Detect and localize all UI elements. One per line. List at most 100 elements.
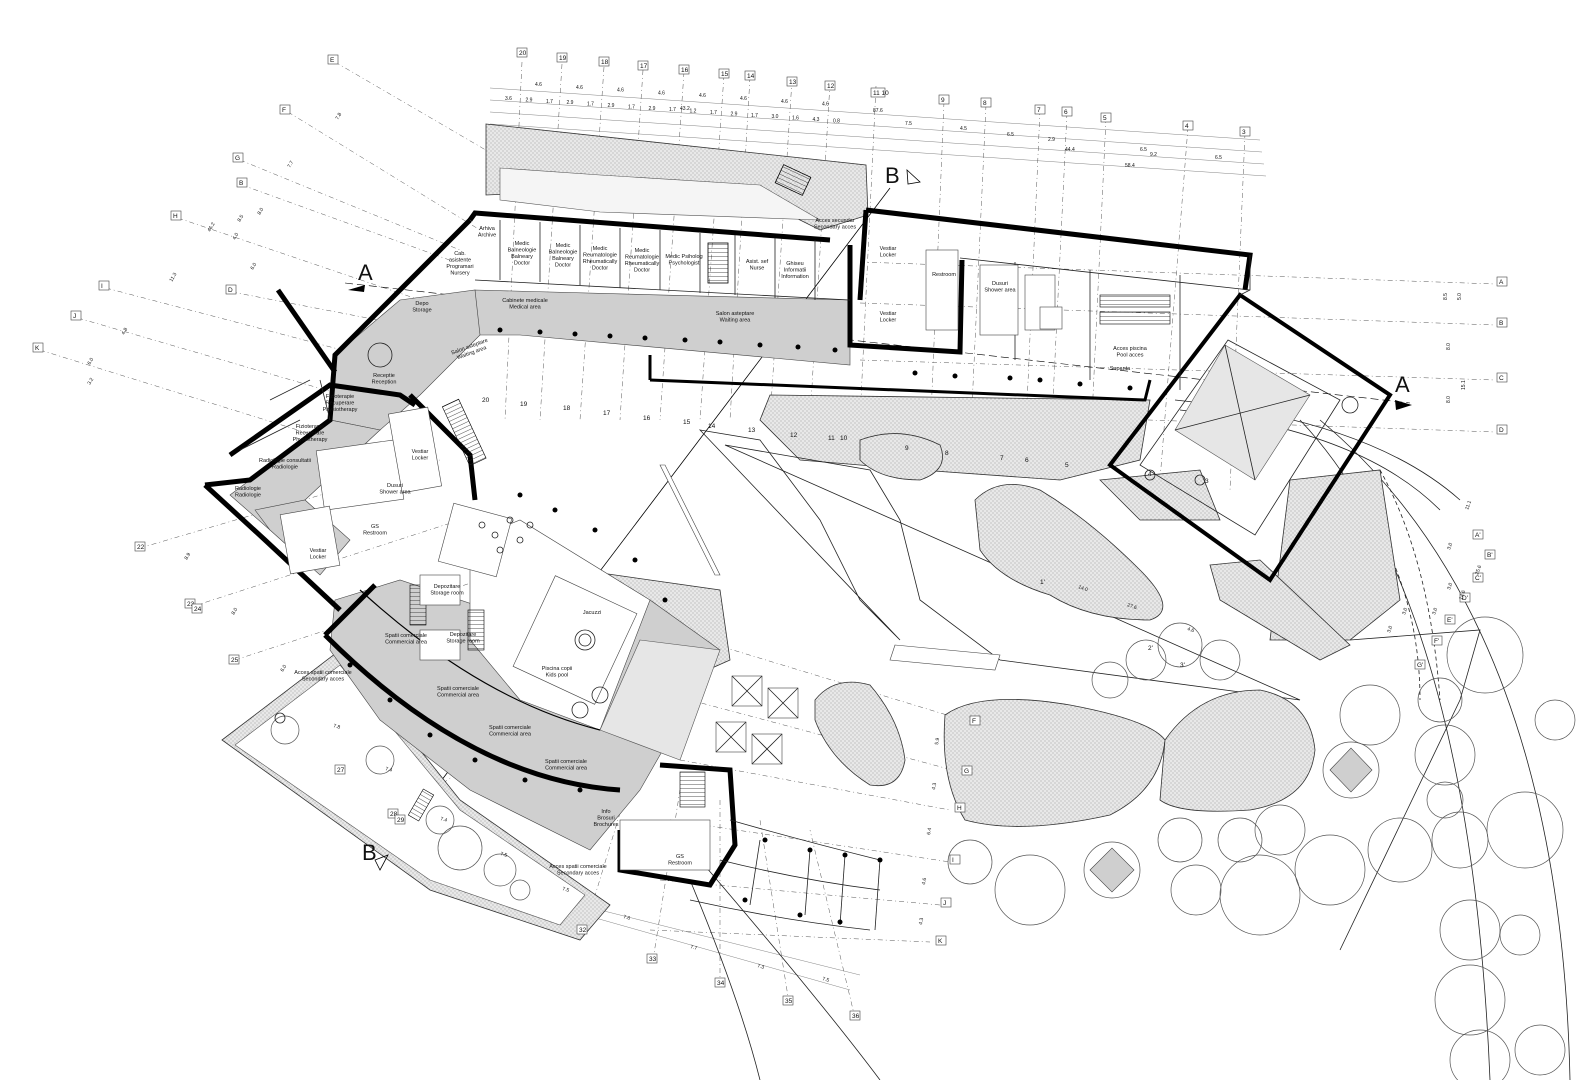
axis-inner-right-6-box [1414, 659, 1426, 670]
axis-bottom-4: 27 [337, 767, 345, 774]
room-spatii3-line: Commercial area [489, 732, 532, 738]
room-medic-psiho-line: Psychologist [669, 261, 700, 267]
room-radiologie-cons-line: Radiologie consultatii [259, 458, 311, 464]
room-dusuri1-line: Shower area [379, 490, 411, 496]
room-medic-reuma1-line: Reumatologie [583, 253, 617, 259]
axis-top-1: 19 [559, 55, 567, 62]
axis-lower-3-box [949, 854, 961, 865]
axis-left-6-box [225, 284, 237, 295]
room-vestiar-locker1-line: Locker [880, 253, 897, 259]
dim-top1-6: 4.6 [781, 99, 788, 105]
room-vestiar-locker1-line: Vestiar [880, 246, 897, 252]
axis-top-2-box [598, 56, 610, 67]
axis-bottom-9-box [714, 977, 726, 988]
axis-bottom-10: 35 [785, 998, 793, 1005]
room-jacuzzi: Jacuzzi [583, 610, 601, 616]
axis-right-2-box [1496, 372, 1508, 383]
dim-right-inner-6: 3.0 [1401, 607, 1409, 616]
room-info-line: Brochures [593, 822, 618, 828]
axis-left-5: I [101, 283, 103, 290]
axis-top-13: 6 [1064, 109, 1068, 116]
axis-inner-right-1: B' [1487, 552, 1493, 559]
room-piscina-copii-line: Piscina copii [542, 666, 573, 672]
axis-inner-right-1-box [1484, 549, 1496, 560]
dim-total-0: 43.2 [680, 106, 690, 112]
axis-right-2: C [1499, 375, 1504, 382]
room-radiologie-cons-line: Radiologie [272, 465, 298, 471]
room-acces-secundar-line: Acces secundar [815, 218, 854, 224]
axis-bottom-2: 24 [194, 606, 202, 613]
dim-left-7: 11.3 [169, 272, 179, 283]
axis-inner-right-0: A' [1475, 532, 1481, 539]
dim-top1-1: 4.6 [576, 85, 583, 91]
room-dusuri1-line: Dusuri [387, 483, 403, 489]
axis-top-5: 15 [721, 71, 729, 78]
dim-left-10: 3.2 [87, 377, 96, 386]
dim-bottom-1: 7.4 [384, 766, 392, 774]
room-cab-asistente-line: Nursery [450, 271, 470, 277]
axis-right-3-box [1496, 424, 1508, 435]
room-medic-psiho-line: Medic Psiholog [665, 254, 702, 260]
dim-pool-1: 27.6 [1126, 602, 1137, 611]
axis-inner-right-3: D' [1462, 595, 1468, 602]
room-asist-sef-line: Nurse [750, 266, 765, 272]
axis-lower-3: I [952, 857, 954, 864]
dim-left-8: 4.8 [121, 327, 130, 336]
dim-total-9: 6.5 [1215, 155, 1222, 161]
dim-right-inner-4: 14.6 [1458, 589, 1467, 600]
room-dusuri2-line: Shower area [984, 288, 1016, 294]
dim-left-9: 6.0 [87, 357, 96, 366]
dim-right-inner-3: 3.0 [1446, 582, 1454, 591]
room-medic-reuma2-line: Doctor [634, 268, 650, 274]
axis-top-6: 14 [747, 73, 755, 80]
room-medic-reuma1-line: Rheumatically [583, 259, 618, 265]
axis-left-2-box [232, 152, 244, 163]
room-depo-storage-line: Storage [412, 308, 431, 314]
axis-left-1: F [282, 107, 286, 114]
room-medic-balneo2-line: Medic [556, 243, 571, 249]
axis-top-16: 3 [1242, 129, 1246, 136]
room-acces-secundar-line: Secondary acces [814, 225, 856, 231]
axis-bottom-0: 22 [137, 544, 145, 551]
room-depozitare1-line: Depozitare [434, 584, 461, 590]
room-medic-reuma2-line: Reumatologie [625, 255, 659, 261]
axis-bottom-9: 34 [717, 980, 725, 987]
axis-right-0: A [1499, 279, 1504, 286]
axis-bottom-4-box [334, 764, 346, 775]
dim-top2-0: 3.6 [505, 96, 512, 102]
room-fizio2-line: Physiotherapy [293, 437, 328, 443]
room-cabinete-line: Cabinete medicale [502, 298, 548, 304]
axis-inner-right-4-box [1444, 614, 1456, 625]
axis-bottom-8: 33 [649, 956, 657, 963]
grid-prime-0: 1' [1040, 579, 1045, 586]
section-a-right: A [1395, 372, 1410, 397]
dim-top2-1: 2.9 [526, 97, 533, 103]
dim-right-inner-2: 25.6 [1474, 564, 1483, 575]
axis-top-8-box [824, 80, 836, 91]
grid-number-3: 17 [603, 410, 611, 417]
room-spatii4-line: Spatii comerciale [545, 759, 587, 765]
room-spatii2-line: Spatii comerciale [437, 686, 479, 692]
axis-top-15-box [1182, 120, 1194, 131]
room-medic-balneo1-line: Balneologie [508, 248, 537, 254]
axis-top-3-box [637, 60, 649, 71]
dim-top2-12: 1.7 [751, 113, 758, 119]
room-receptie-line: Receptie [373, 373, 395, 379]
room-piscina-copii-line: Kids pool [546, 673, 569, 679]
axis-left-4: H [173, 213, 178, 220]
axis-left-2: G [235, 155, 240, 162]
dim-left-4: 8.0 [257, 207, 266, 216]
axis-left-8: K [35, 345, 40, 352]
room-vestiar-locker2-line: Locker [880, 318, 897, 324]
